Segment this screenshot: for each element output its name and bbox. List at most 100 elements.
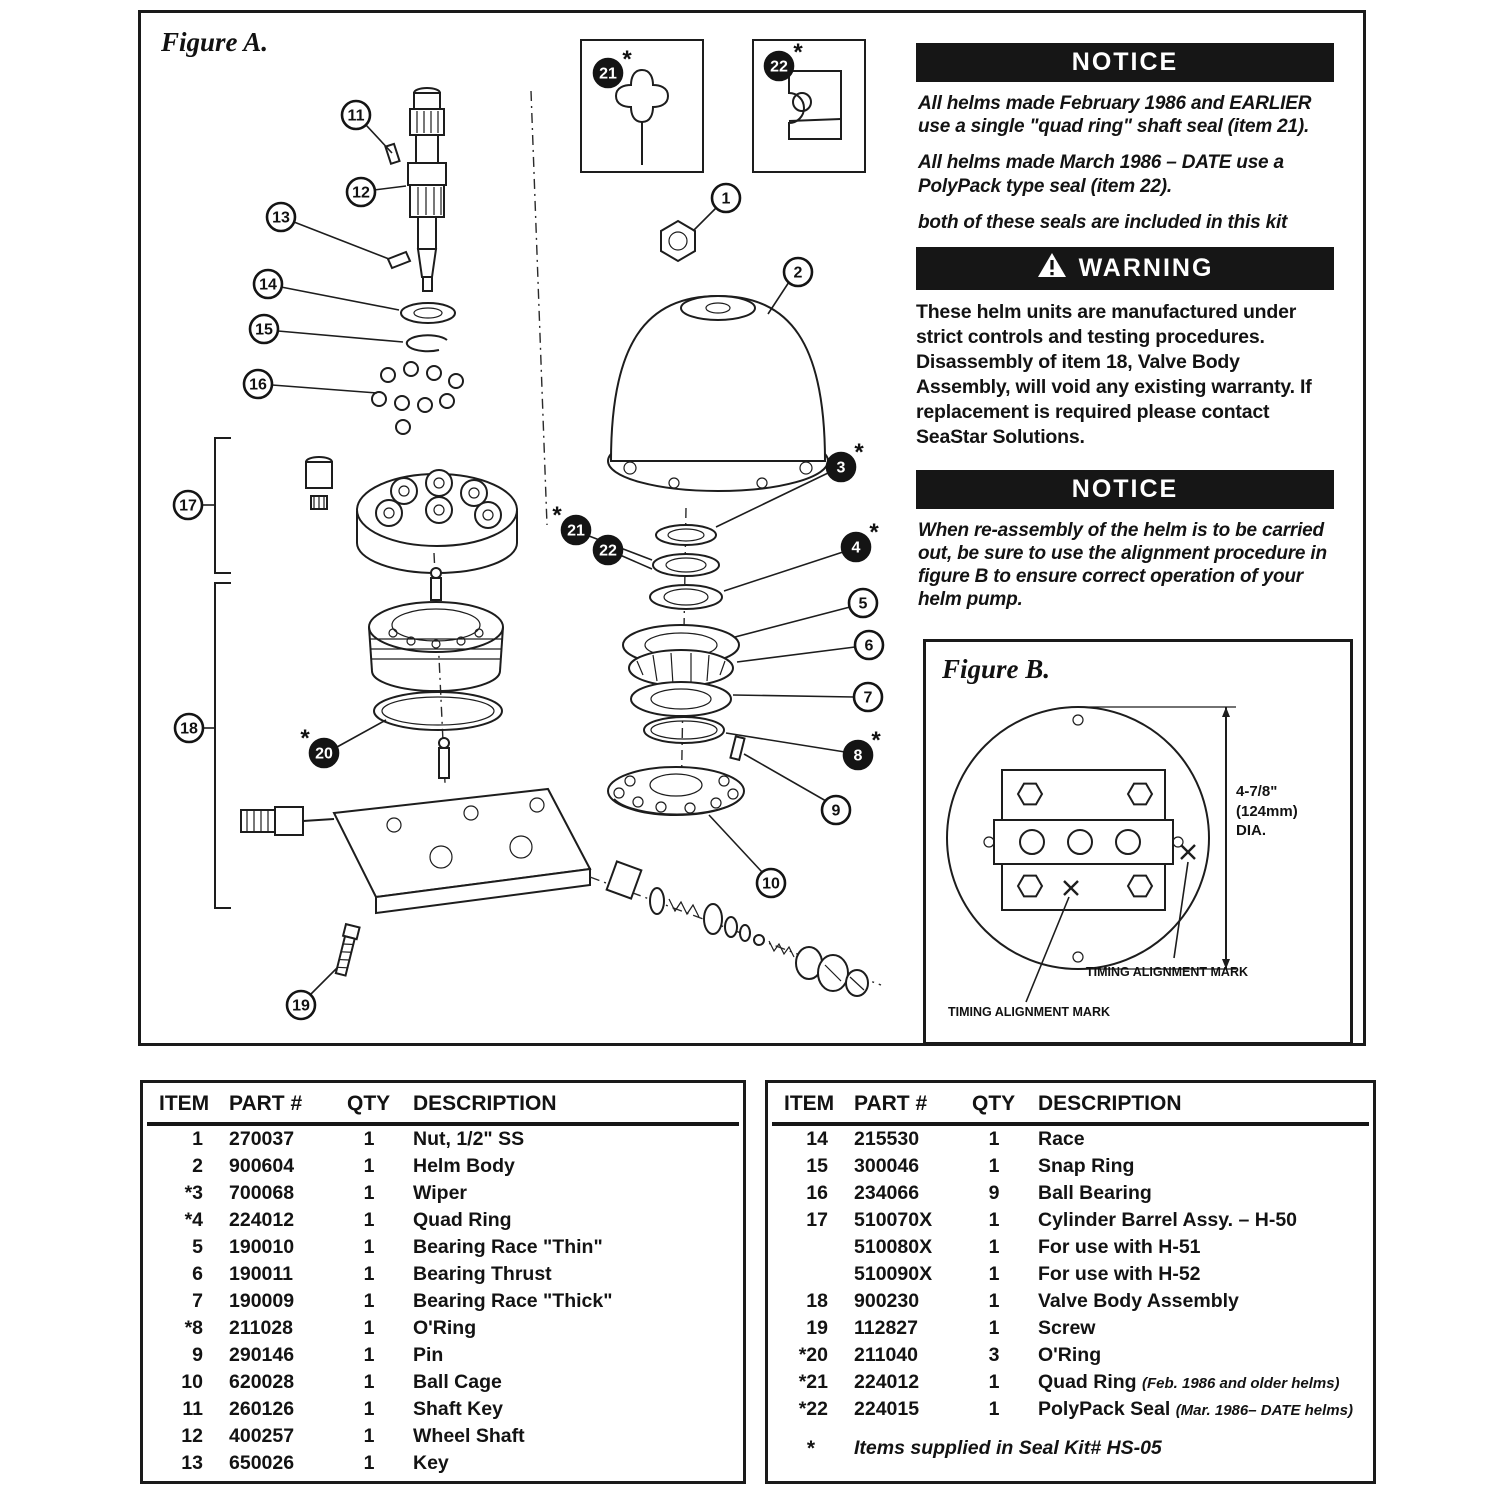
table-row: 14 215530 1 Race (772, 1124, 1369, 1153)
timing-mark-left (1063, 880, 1079, 896)
cell-item: 15 (806, 1155, 828, 1177)
figure-b-panel: TIMING ALIGNMENT MARK TIMING ALIGNMENT M… (923, 639, 1353, 1045)
cell-item: 10 (181, 1371, 203, 1393)
notice-bottom-section: NOTICE When re-assembly of the helm is t… (916, 469, 1334, 612)
cell-description: O'Ring (413, 1317, 477, 1339)
timing-label-left: TIMING ALIGNMENT MARK (948, 1005, 1110, 1019)
cell-item (772, 1234, 850, 1261)
cell-item: 14 (806, 1128, 828, 1150)
cell-item: *8 (184, 1317, 203, 1339)
svg-text:*: * (854, 439, 864, 466)
parts-table-right: ITEM PART # QTY DESCRIPTION 14 215530 1 … (765, 1080, 1376, 1484)
cell-part: 224012 (229, 1209, 295, 1231)
col-part: PART # (225, 1083, 343, 1126)
col-qty: QTY (968, 1083, 1034, 1126)
cell-item: 19 (806, 1317, 828, 1339)
callout-15: 15 (248, 313, 404, 345)
table-row: 7 190009 1 Bearing Race "Thick" (147, 1288, 739, 1315)
col-description: DESCRIPTION (409, 1083, 739, 1126)
cell-part: 215530 (854, 1128, 920, 1150)
cell-description: For use with H-51 (1038, 1236, 1201, 1258)
cell-description: Race (1038, 1128, 1085, 1150)
cell-part: 510080X (854, 1236, 933, 1258)
callout-13: 13 (265, 201, 390, 260)
footnote-text: Items supplied in Seal Kit# HS-05 (854, 1437, 1162, 1459)
table-row: 9 290146 1 Pin (147, 1342, 739, 1369)
cell-part: 900230 (854, 1290, 920, 1312)
cell-qty: 9 (988, 1182, 1000, 1204)
table-header-row: ITEM PART # QTY DESCRIPTION (147, 1083, 739, 1126)
col-item: ITEM (772, 1083, 850, 1126)
callout-10: 10 (708, 814, 787, 899)
callout-16: 16 (242, 368, 378, 400)
svg-text:*: * (793, 39, 803, 66)
cell-part: 700068 (229, 1182, 295, 1204)
cell-part: 510090X (854, 1263, 933, 1285)
callout-12: 12 (345, 176, 407, 208)
cell-qty: 1 (988, 1371, 1000, 1393)
cell-item: 17 (806, 1209, 828, 1231)
callout-2: 2 (767, 256, 814, 315)
svg-text:*: * (622, 46, 632, 73)
cell-part: 400257 (229, 1425, 295, 1447)
cell-part: 190011 (229, 1263, 293, 1285)
cell-qty: 1 (363, 1128, 375, 1150)
exploded-view-diagram: 21 * 22 * (172, 39, 885, 1021)
figure-a-label: Figure A. (161, 27, 269, 57)
callout-7: 7 (732, 681, 884, 713)
table-row: *22 224015 1 PolyPack Seal (Mar. 1986– D… (772, 1396, 1369, 1423)
cell-description: O'Ring (1038, 1344, 1102, 1366)
table-row: 18 900230 1 Valve Body Assembly (772, 1288, 1369, 1315)
table-row: *21 224012 1 Quad Ring (Feb. 1986 and ol… (772, 1369, 1369, 1396)
svg-text:2: 2 (794, 265, 803, 282)
cell-description: Quad Ring (413, 1209, 512, 1231)
svg-text:7: 7 (864, 690, 873, 707)
svg-text:4: 4 (852, 540, 861, 557)
callout-4: 4 * (723, 519, 879, 592)
table-row: 2 900604 1 Helm Body (147, 1153, 739, 1180)
table-row: *20 211040 3 O'Ring (772, 1342, 1369, 1369)
callout-inset-21: 21 * (592, 46, 632, 89)
table-row: *8 211028 1 O'Ring (147, 1315, 739, 1342)
svg-text:*: * (871, 727, 881, 754)
cell-description: Snap Ring (1038, 1155, 1135, 1177)
warning-bar: WARNING (916, 246, 1334, 290)
cell-description: Bearing Thrust (413, 1263, 552, 1285)
cell-part: 190010 (229, 1236, 295, 1258)
cell-description: Bearing Race "Thick" (413, 1290, 613, 1312)
inset-polypack: 22 * (752, 39, 866, 173)
callout-22: 22 (592, 534, 653, 570)
cell-part: 224012 (854, 1371, 920, 1393)
wheel-shaft-drawing (384, 87, 447, 292)
table-footnote-row: * Items supplied in Seal Kit# HS-05 (772, 1423, 1369, 1464)
cell-qty: 1 (363, 1236, 375, 1258)
notice-bottom-text: When re-assembly of the helm is to be ca… (918, 519, 1327, 611)
cell-description: Cylinder Barrel Assy. – H-50 (1038, 1209, 1298, 1231)
svg-text:8: 8 (854, 748, 863, 765)
cell-qty: 1 (988, 1236, 1000, 1258)
svg-text:19: 19 (292, 998, 310, 1015)
race-snapring-balls-drawing (371, 302, 464, 435)
warning-text: These helm units are manufactured under … (916, 300, 1312, 448)
figure-b-dimension: 4-7/8" (124mm) DIA. (1236, 783, 1298, 839)
cell-part: 270037 (229, 1128, 295, 1150)
cell-item: 1 (192, 1128, 203, 1150)
cell-note: (Mar. 1986– DATE helms) (1175, 1402, 1353, 1419)
cell-item: *4 (184, 1209, 203, 1231)
table-row: 10 620028 1 Ball Cage (147, 1369, 739, 1396)
cell-part: 300046 (854, 1155, 920, 1177)
notice-bottom-title: NOTICE (1071, 474, 1179, 503)
svg-text:6: 6 (865, 638, 874, 655)
table-row: 510090X 1 For use with H-52 (772, 1261, 1369, 1288)
cell-qty: 1 (988, 1128, 1000, 1150)
cell-part: 290146 (229, 1344, 295, 1366)
cell-description: PolyPack Seal (Mar. 1986– DATE helms) (1038, 1398, 1353, 1420)
callout-9: 9 (743, 753, 852, 826)
cell-qty: 1 (363, 1209, 375, 1231)
callout-18: 18 (173, 712, 215, 744)
cell-description: Wiper (413, 1182, 467, 1204)
cell-item: *22 (798, 1398, 828, 1420)
parts-table-left-table: ITEM PART # QTY DESCRIPTION 1 270037 1 N… (147, 1083, 739, 1477)
svg-text:*: * (552, 502, 562, 529)
cell-description: Wheel Shaft (413, 1425, 525, 1447)
